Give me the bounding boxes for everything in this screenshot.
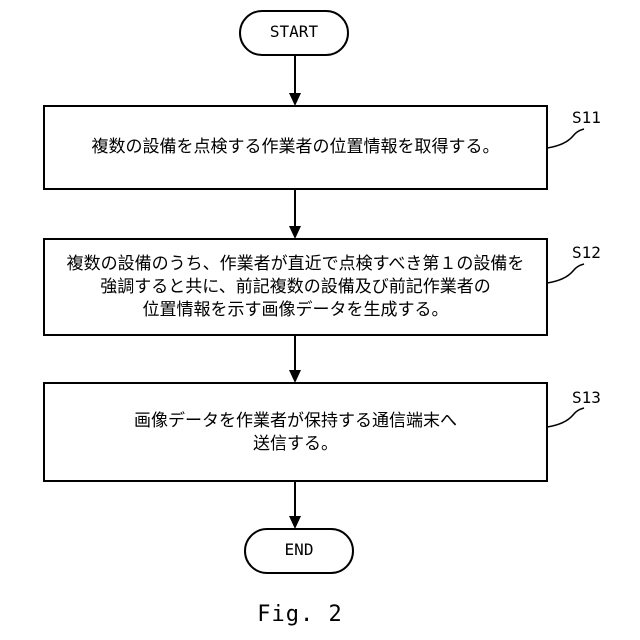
- step-leader-s11: [547, 129, 584, 148]
- end-label: END: [245, 540, 353, 562]
- arrowhead-s11-s12: [289, 226, 301, 239]
- arrowhead-start-s11: [289, 93, 301, 106]
- step-text-s12: 複数の設備のうち、作業者が直近で点検すべき第１の設備を 強調すると共に、前記複数…: [44, 253, 547, 322]
- step-label-s11: S11: [572, 108, 622, 127]
- figure-caption: Fig. 2: [240, 602, 360, 627]
- step-leader-s13: [547, 408, 584, 427]
- step-leader-s12: [547, 264, 584, 283]
- step-text-s11: 複数の設備を点検する作業者の位置情報を取得する。: [44, 136, 547, 159]
- step-label-s13: S13: [572, 388, 622, 407]
- start-label: START: [240, 22, 348, 44]
- arrowhead-s13-end: [289, 516, 301, 529]
- step-text-s13: 画像データを作業者が保持する通信端末へ 送信する。: [44, 410, 547, 456]
- arrowhead-s12-s13: [289, 370, 301, 383]
- step-label-s12: S12: [572, 243, 622, 262]
